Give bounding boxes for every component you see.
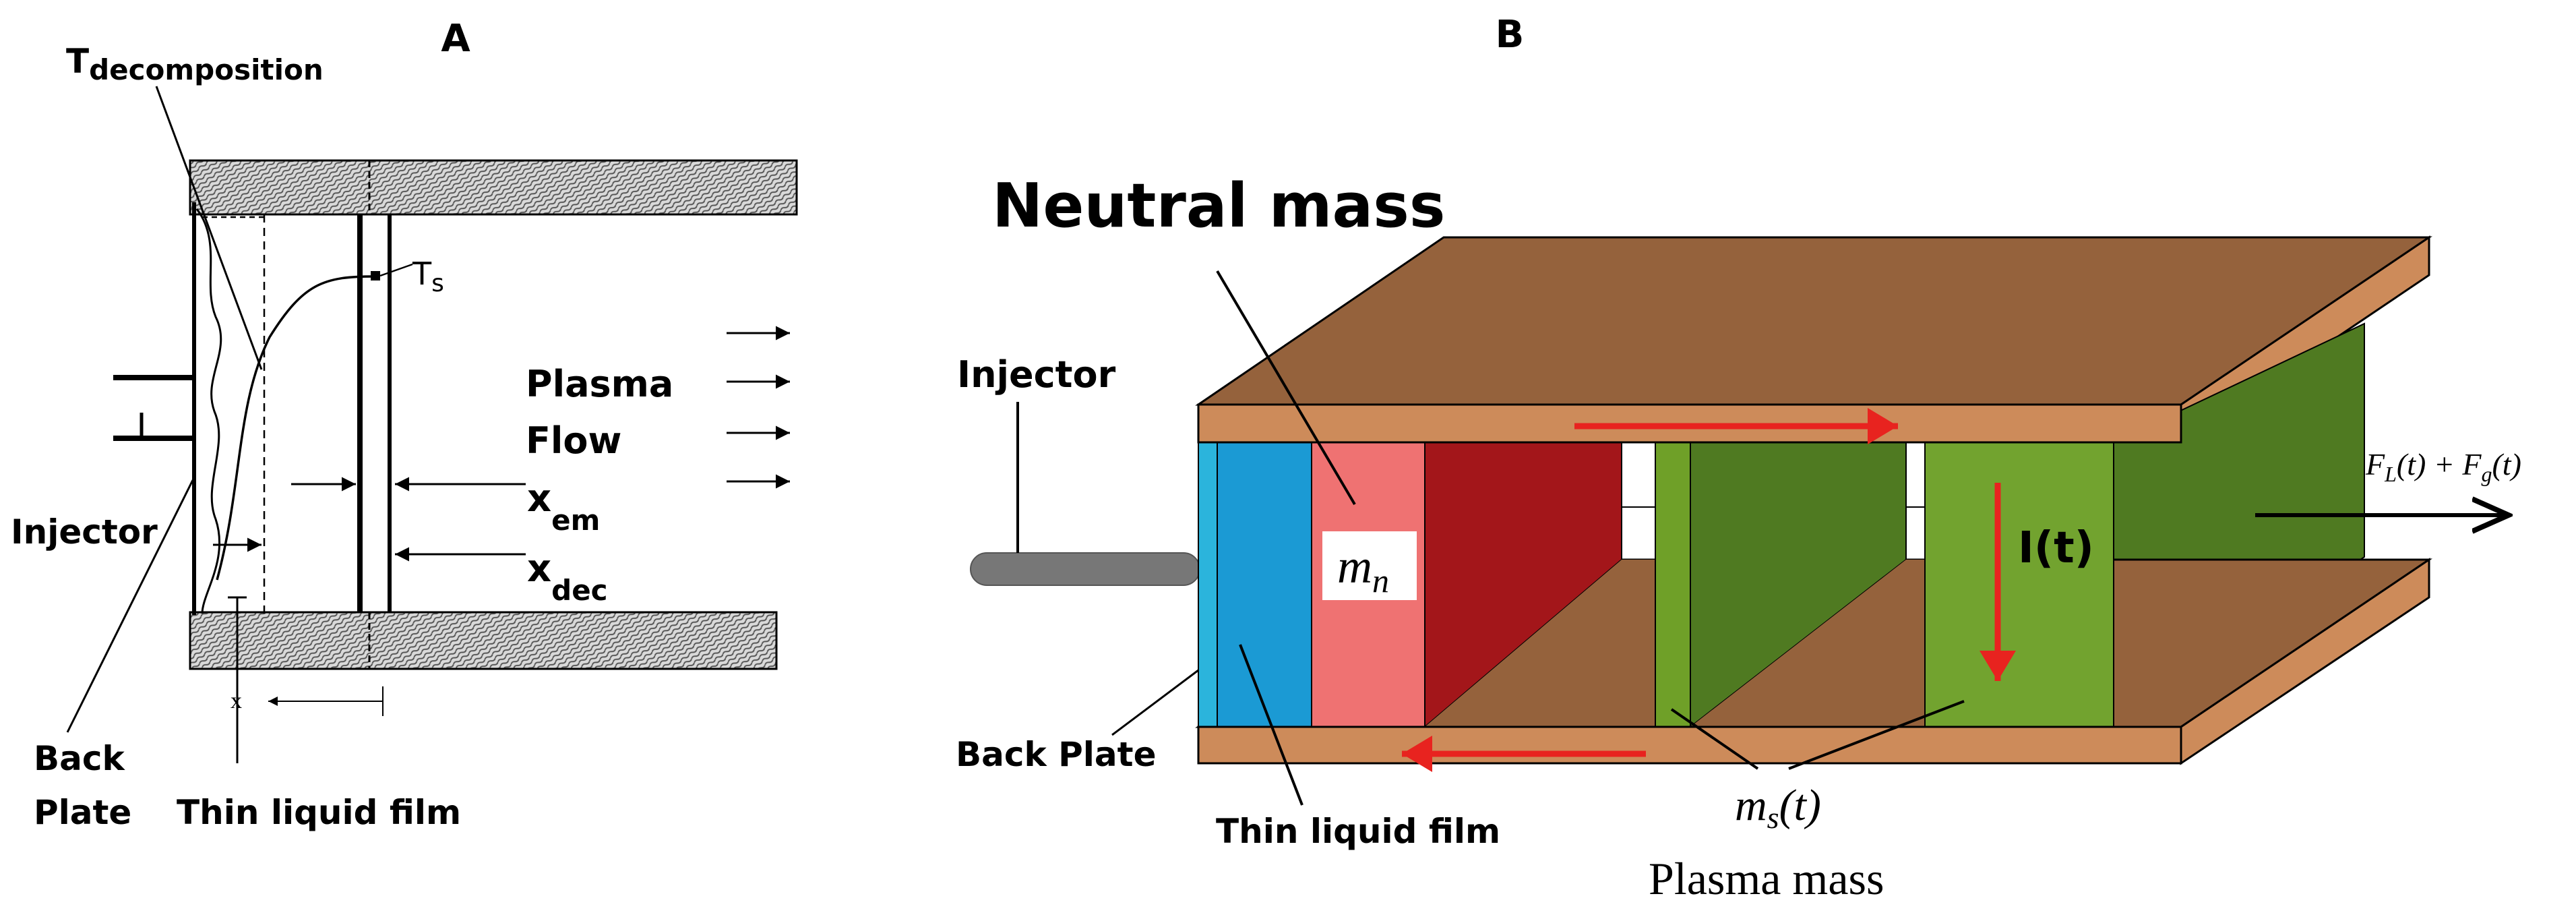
back-label: Back xyxy=(34,739,125,778)
t-s-marker xyxy=(371,271,380,280)
bottom-wall xyxy=(189,611,778,670)
m-s-label: ms(t) xyxy=(1735,781,1821,835)
top-wall xyxy=(189,159,798,216)
flow-label: Flow xyxy=(526,419,621,462)
t-s-leader xyxy=(379,263,413,277)
injector-label-a: Injector xyxy=(11,512,158,552)
plate-label: Plate xyxy=(34,793,131,832)
injector-label-b: Injector xyxy=(957,353,1116,396)
gap-2 xyxy=(1905,442,1926,508)
liquid-film-boundary xyxy=(195,208,222,614)
back-plate-leader xyxy=(66,479,194,733)
injector-rod xyxy=(970,552,1200,586)
thin-film-label-b: Thin liquid film xyxy=(1216,812,1500,851)
liquid-film-front-strip xyxy=(1198,442,1218,728)
panel-a-letter: A xyxy=(441,17,470,61)
t-s-label: Ts xyxy=(412,256,444,297)
plasma-label: Plasma xyxy=(526,363,673,405)
m-s-leader-1 xyxy=(1670,708,1759,770)
green-slab-1-front xyxy=(1655,442,1691,728)
thin-film-leader-b xyxy=(1239,644,1304,806)
gap-1 xyxy=(1621,442,1656,508)
temperature-profile xyxy=(216,275,375,581)
m-s-leader-2 xyxy=(1788,700,1965,770)
m-n-box xyxy=(1322,531,1417,600)
panel-b-letter: B xyxy=(1496,13,1525,57)
back-plate-leader-b xyxy=(1111,669,1199,736)
green-slab-2-front xyxy=(1924,442,2114,728)
liquid-film-block xyxy=(1217,442,1312,728)
force-label: FL(t) + Fg(t) xyxy=(2365,447,2521,486)
floor-segment-1 xyxy=(1425,560,1655,727)
floor-segment-2 xyxy=(1690,560,1925,727)
current-label: I(t) xyxy=(2018,523,2094,573)
bottom-plate-front-overlay xyxy=(1197,726,2182,765)
x-em-label: xem xyxy=(527,477,600,537)
plasma-mass-label: Plasma mass xyxy=(1649,853,1884,904)
x-dec-label: xdec xyxy=(527,547,608,607)
t-decomposition-leader xyxy=(155,86,263,370)
back-plate-label-b: Back Plate xyxy=(956,735,1157,774)
panel-b: B mn xyxy=(956,13,2521,904)
t-decomposition-label: Tdecomposition xyxy=(66,42,324,86)
thin-film-label-a: Thin liquid film xyxy=(177,793,461,832)
x-axis-letter: x xyxy=(231,688,242,713)
neutral-mass-leader xyxy=(1216,270,1356,506)
panel-a: A Tdecomposition Ts Pl xyxy=(11,17,798,832)
neutral-mass-label: Neutral mass xyxy=(992,171,1445,241)
m-n-label: mn xyxy=(1337,539,1389,599)
